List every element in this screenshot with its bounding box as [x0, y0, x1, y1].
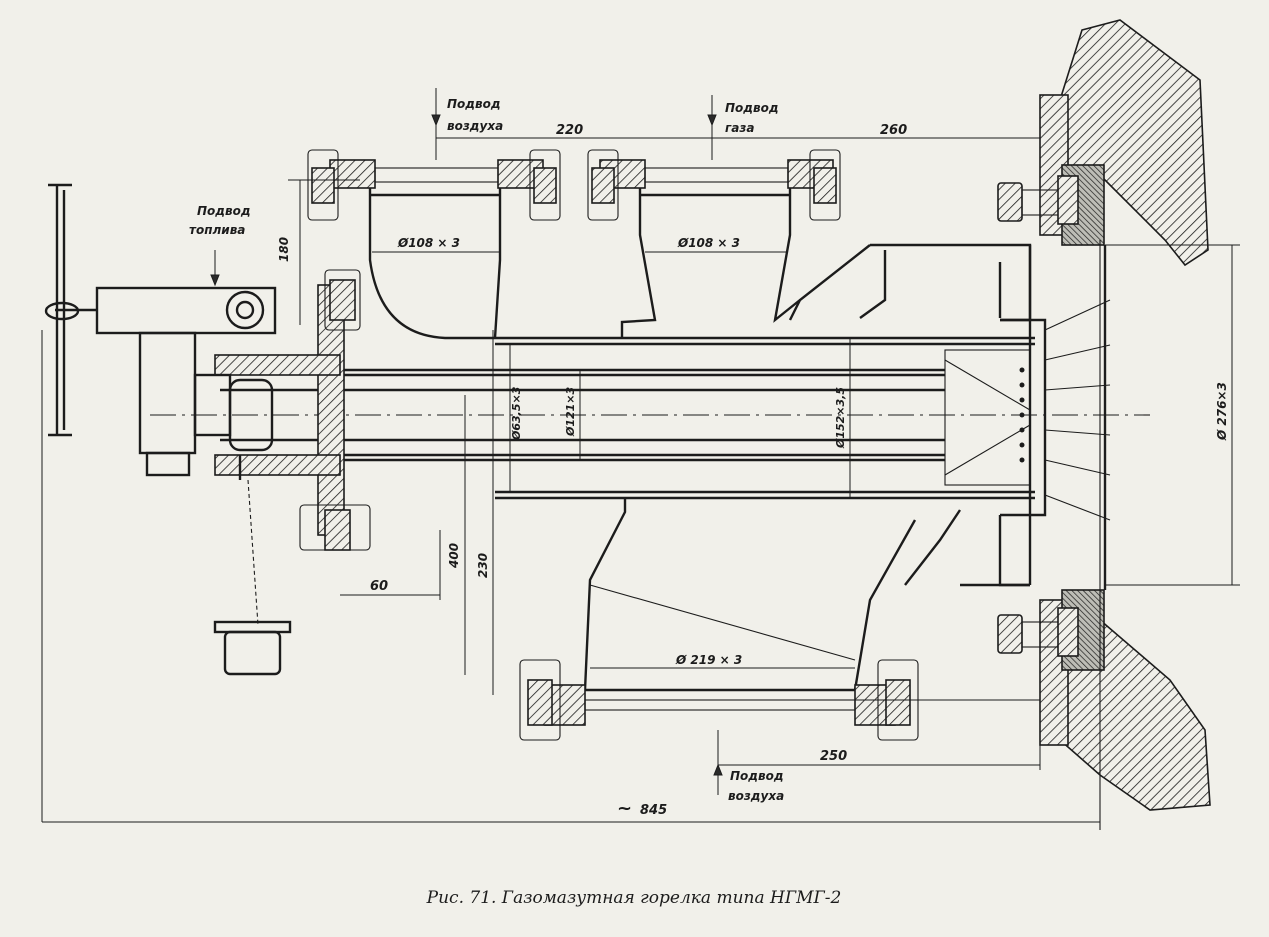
figure-caption: Рис. 71. Газомазутная горелка типа НГМГ-… [426, 888, 842, 908]
air-chamber-top [368, 180, 502, 340]
svg-text:Подвод: Подвод [447, 97, 501, 111]
dim-pipe-gas: Ø108 × 3 [677, 236, 740, 250]
dim-pipe-219: Ø 219 × 3 [675, 653, 742, 667]
dim-pipe-63: Ø63,5×3 [510, 386, 523, 441]
label-air-inlet-bottom: Подвод воздуха [728, 769, 784, 803]
svg-text:Подвод: Подвод [197, 204, 251, 218]
dim-230: 230 [476, 553, 490, 578]
dim-250: 250 [820, 749, 847, 764]
dim-pipe-276: Ø 276×3 [1215, 382, 1229, 441]
dim-pipe-121: Ø121×3 [564, 386, 577, 437]
dimension-lines [41, 88, 1240, 823]
flange-air-top [329, 159, 544, 189]
dim-180: 180 [277, 237, 291, 262]
handwheel [44, 183, 80, 437]
svg-text:газа: газа [725, 121, 754, 135]
bolt-2 [529, 149, 561, 221]
svg-text:Подвод: Подвод [725, 101, 779, 115]
dim-pipe-152: Ø152×3,5 [834, 387, 847, 449]
fuel-valve [55, 286, 277, 477]
bolt-8 [877, 659, 919, 741]
bolt-6 [299, 504, 371, 551]
air-tube-152 [495, 336, 1035, 500]
dim-845: 845 [640, 803, 667, 818]
bolt-5 [324, 269, 361, 331]
dim-pipe-air: Ø108 × 3 [397, 236, 460, 250]
flange-gas-top [599, 159, 834, 189]
svg-text:Подвод: Подвод [730, 769, 784, 783]
dim-220: 220 [556, 123, 583, 138]
svg-text:воздуха: воздуха [728, 789, 784, 803]
bolt-1 [307, 149, 339, 221]
counterweight [213, 455, 292, 676]
furnace-wall [1028, 19, 1211, 830]
bolt-3 [587, 149, 619, 221]
tilde-845: ~ [617, 798, 632, 819]
svg-text:воздуха: воздуха [447, 119, 503, 133]
bolt-7 [519, 659, 561, 741]
wall-bolt-top [997, 175, 1079, 225]
dim-400: 400 [447, 543, 461, 569]
fuel-tube-63 [150, 388, 1150, 442]
gas-chamber [620, 180, 801, 338]
dim-260: 260 [880, 123, 907, 138]
air-chamber-bottom [583, 498, 917, 692]
label-air-inlet-top: Подвод воздуха [447, 97, 503, 133]
svg-text:топлива: топлива [189, 223, 245, 237]
wall-bolt-bottom [997, 607, 1079, 657]
label-gas-inlet: Подвод газа [725, 101, 779, 135]
bolt-4 [809, 149, 841, 221]
tube-121 [340, 368, 945, 462]
dim-60: 60 [370, 579, 388, 594]
flange-rear [214, 284, 345, 536]
label-fuel-inlet: Подвод топлива [189, 204, 251, 237]
